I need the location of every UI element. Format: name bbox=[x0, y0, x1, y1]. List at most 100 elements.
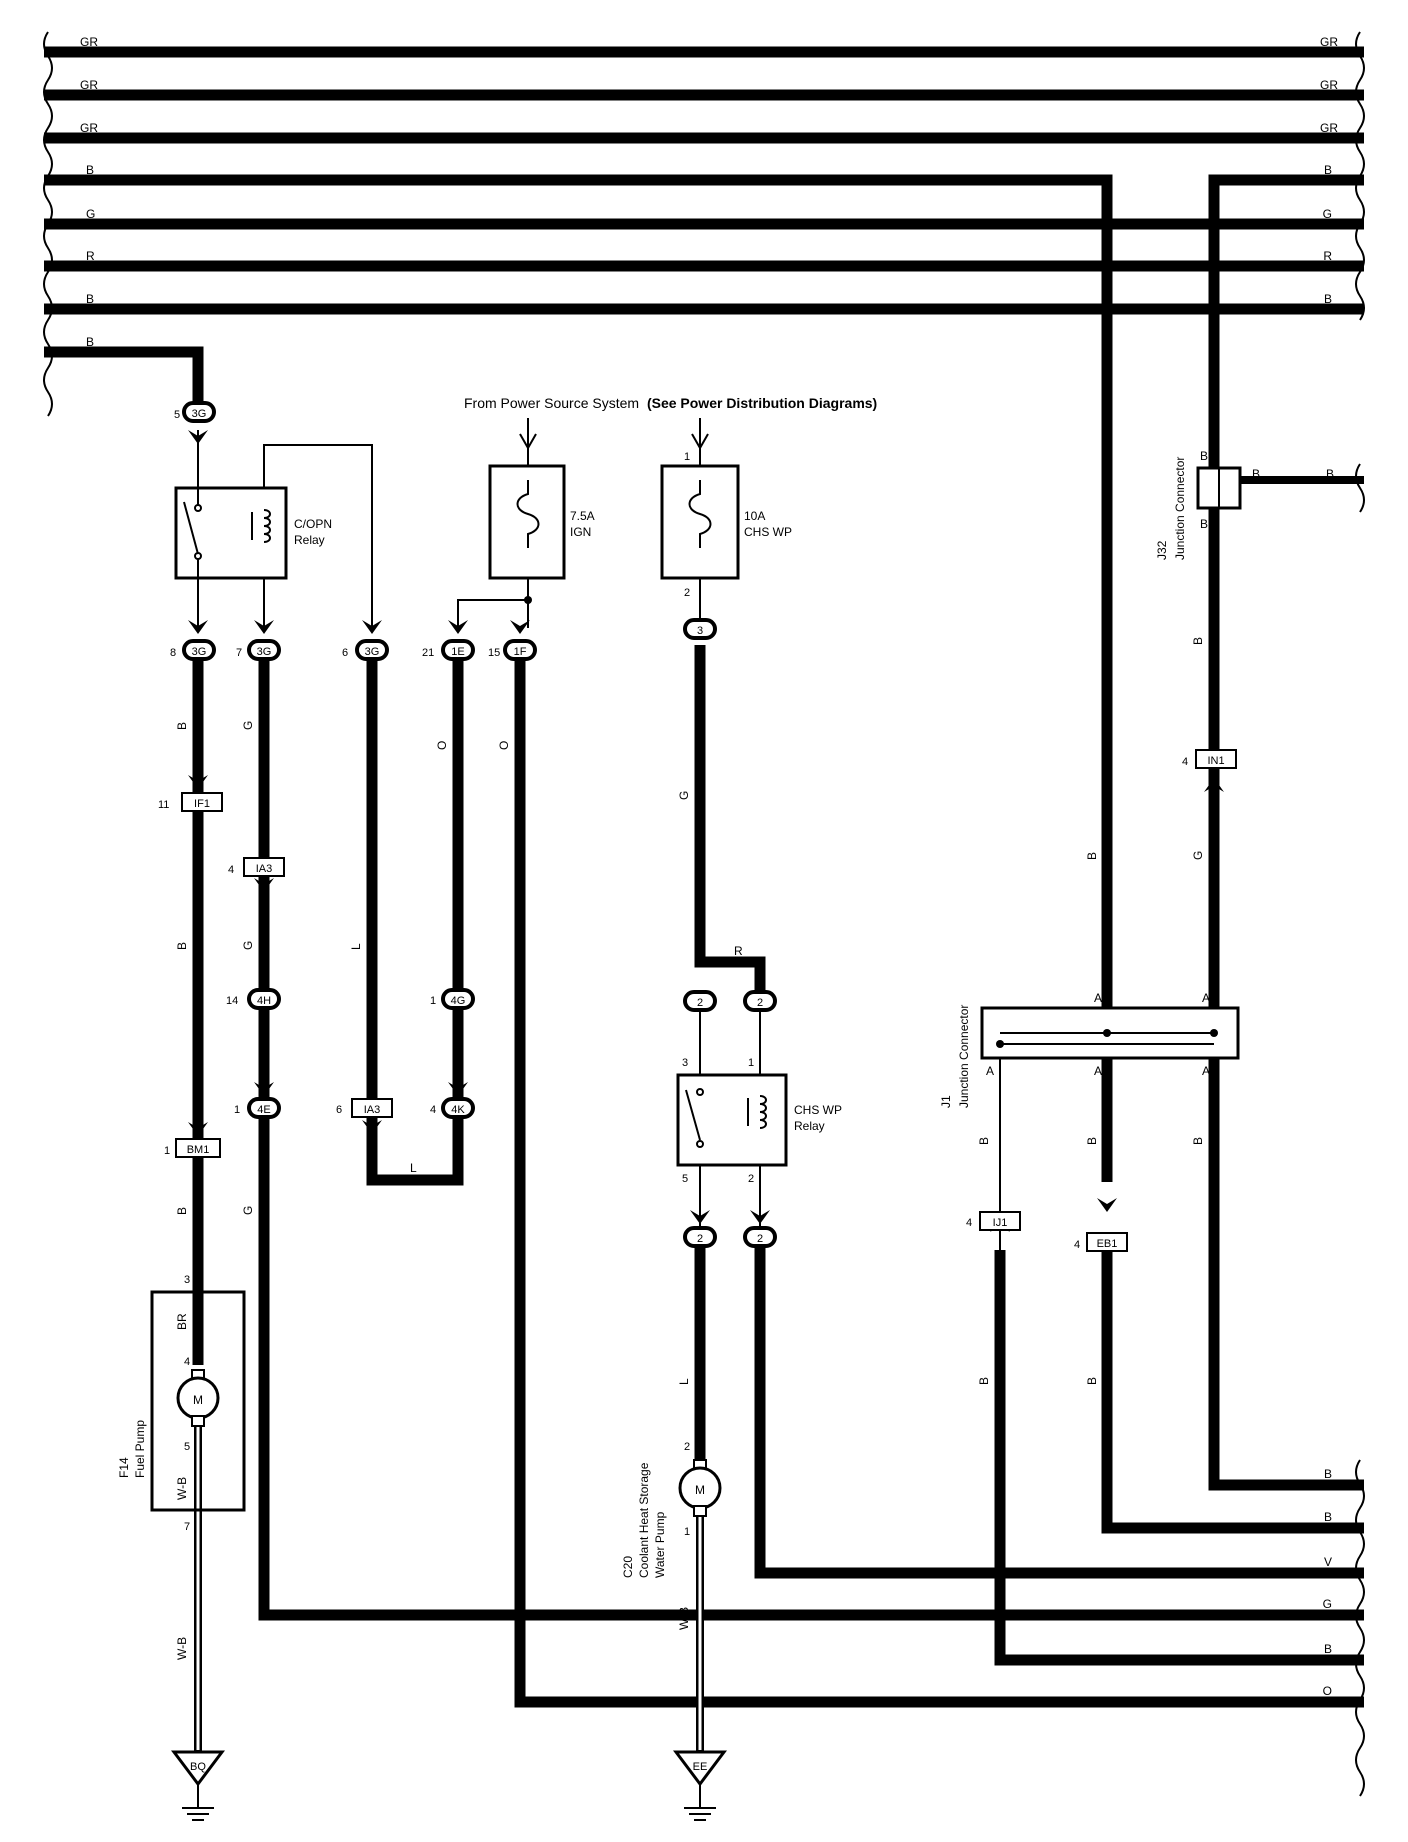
connector-id: 1E bbox=[451, 646, 464, 658]
pin-number: 5 bbox=[174, 409, 180, 421]
wire-label: L bbox=[410, 1161, 417, 1175]
wire-label: W-B bbox=[175, 1637, 189, 1660]
pin-number: 1 bbox=[748, 1057, 754, 1069]
connector-2-top-left: 2 bbox=[683, 990, 717, 1012]
connector-id: 4H bbox=[257, 995, 271, 1007]
pin-number: 6 bbox=[342, 647, 348, 659]
wire-label: G bbox=[1191, 851, 1205, 860]
fuel-pump-f14: M 3 4 5 7 F14 Fuel Pump bbox=[117, 1274, 246, 1533]
wire-label: B bbox=[175, 1207, 189, 1215]
bus-wire-b-3 bbox=[44, 346, 204, 410]
connector-id: 3G bbox=[192, 408, 207, 420]
wire-label: B bbox=[1085, 1137, 1099, 1145]
bus-label: G bbox=[1323, 207, 1332, 221]
wire-label: R bbox=[734, 944, 743, 958]
wire-label: B bbox=[1085, 852, 1099, 860]
pin-number: 4 bbox=[966, 1217, 972, 1229]
connector-id: BM1 bbox=[187, 1144, 210, 1156]
connector-id: IN1 bbox=[1207, 755, 1224, 767]
connector-3g-8: 8 3G bbox=[170, 639, 216, 661]
component-name: Fuel Pump bbox=[133, 1420, 147, 1478]
pin-label: A bbox=[1094, 1064, 1102, 1078]
junction-id: J32 bbox=[1155, 540, 1169, 560]
bus-labels-right: GR GR GR B G R B bbox=[1320, 35, 1338, 306]
connector-ia3-6: 6 IA3 bbox=[336, 1098, 393, 1118]
connector-id: EB1 bbox=[1097, 1238, 1118, 1250]
connector-if1: 11 IF1 bbox=[158, 792, 223, 812]
connector-id: 4K bbox=[451, 1104, 465, 1116]
fuse-name: CHS WP bbox=[744, 525, 792, 539]
pin-number: 5 bbox=[184, 1441, 190, 1453]
j1-junction-connector: A A A A A J1 Junction Connector bbox=[939, 991, 1240, 1108]
connector-id: 2 bbox=[757, 1233, 763, 1245]
connector-id: IA3 bbox=[364, 1104, 381, 1116]
wire-o-long bbox=[514, 645, 1364, 1708]
pin-number: 1 bbox=[164, 1145, 170, 1157]
connector-row-top: 8 3G 7 3G 6 3G 21 1E 15 1F 3 bbox=[170, 618, 717, 661]
pin-number: 3 bbox=[682, 1057, 688, 1069]
pin-number: 11 bbox=[158, 799, 169, 811]
wire-b-eb1 bbox=[1101, 1252, 1364, 1534]
wire-b-j1 bbox=[994, 1250, 1364, 1666]
chs-wp-relay: 3 1 5 2 CHS WP Relay bbox=[676, 1057, 842, 1185]
pin-label: A bbox=[986, 1064, 994, 1078]
wire-label: B bbox=[977, 1137, 991, 1145]
wire-label: G bbox=[241, 941, 255, 950]
connector-3g-7: 7 3G bbox=[236, 639, 281, 661]
ground-bq: BQ bbox=[171, 1750, 225, 1821]
component-name-2: Water Pump bbox=[653, 1511, 667, 1578]
fuse-rating: 10A bbox=[744, 509, 765, 523]
break-marks bbox=[43, 31, 1365, 1797]
source-text: From Power Source System (See Power Dist… bbox=[464, 395, 877, 411]
connector-id: 3G bbox=[192, 646, 207, 658]
wire-label: B bbox=[175, 942, 189, 950]
bus-label: B bbox=[1324, 1642, 1332, 1656]
wire-label: W-B bbox=[175, 1477, 189, 1500]
wire-label: B bbox=[175, 722, 189, 730]
bus-label: G bbox=[86, 207, 95, 221]
relay-sub: Relay bbox=[294, 533, 325, 547]
pin-number: 15 bbox=[488, 647, 500, 659]
connector-ij1: 4 IJ1 bbox=[966, 1211, 1021, 1231]
bus-label: B bbox=[1324, 1510, 1332, 1524]
connector-1f: 15 1F bbox=[488, 639, 537, 661]
connector-id: IJ1 bbox=[993, 1217, 1008, 1229]
fuse-ign: 7.5A IGN bbox=[488, 464, 595, 604]
bus-label: GR bbox=[1320, 121, 1338, 135]
source-arrows bbox=[519, 418, 709, 464]
connector-4e: 1 4E bbox=[234, 1097, 281, 1119]
connector-id: 4G bbox=[451, 995, 466, 1007]
junction-id: J1 bbox=[939, 1095, 953, 1108]
pin-number: 2 bbox=[684, 1441, 690, 1453]
bus-label: R bbox=[1323, 249, 1332, 263]
wire-label: B bbox=[1252, 467, 1260, 481]
connector-id: IA3 bbox=[256, 863, 273, 875]
wire-color-labels: B G O O G B G L L B G BR W-B W-B R L W-B… bbox=[175, 467, 1334, 1660]
connector-id: 4E bbox=[257, 1104, 270, 1116]
wire-label: B bbox=[1085, 1377, 1099, 1385]
fuse-chs: 1 2 10A CHS WP bbox=[660, 451, 792, 599]
bus-label: V bbox=[1324, 1555, 1332, 1569]
ground-id: BQ bbox=[190, 1761, 206, 1773]
fuse-rating: 7.5A bbox=[570, 509, 595, 523]
connector-4g: 1 4G bbox=[430, 988, 475, 1010]
bus-label: R bbox=[86, 249, 95, 263]
connector-id: 1F bbox=[514, 646, 527, 658]
pin-number: 2 bbox=[684, 587, 690, 599]
bus-label: B bbox=[1324, 1467, 1332, 1481]
wire-label: W-B bbox=[677, 1607, 691, 1630]
ground-id: EE bbox=[693, 1761, 708, 1773]
bus-label: B bbox=[1324, 163, 1332, 177]
source-text-main: From Power Source System bbox=[464, 395, 639, 411]
connector-in1: 4 IN1 bbox=[1182, 749, 1237, 769]
pin-label: A bbox=[1094, 991, 1102, 1005]
bus-label: GR bbox=[80, 35, 98, 49]
wire-label: B bbox=[977, 1377, 991, 1385]
bus-wire-b-right bbox=[1208, 174, 1364, 1491]
wire-label: L bbox=[677, 1378, 691, 1385]
connector-id: 2 bbox=[697, 1233, 703, 1245]
bus-wire-b-1 bbox=[44, 174, 1113, 1182]
connector-id: IF1 bbox=[194, 798, 210, 810]
pin-number: 4 bbox=[1074, 1239, 1080, 1251]
